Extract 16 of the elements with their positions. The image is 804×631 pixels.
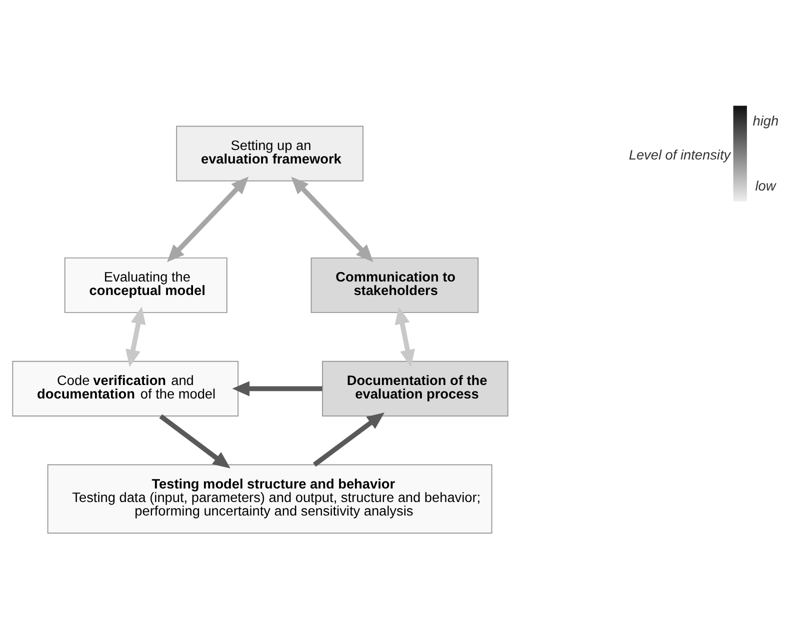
- arrow: [159, 414, 230, 468]
- arrow: [291, 176, 374, 262]
- label: high: [752, 113, 779, 128]
- label: low: [755, 178, 776, 194]
- arrow: [312, 412, 384, 467]
- node-box: Testing model structure and behavior Testing data (input, parameters) and output, structure and behavior; performing uncertainty and sensitivity analysis: [47, 464, 492, 534]
- node-box: Evaluating the conceptual model: [64, 257, 228, 314]
- node-box: Communication to stakeholders: [310, 257, 479, 314]
- arrow: [126, 306, 146, 368]
- label: Level of intensity: [628, 148, 731, 163]
- arrow: [232, 381, 322, 396]
- arrow: [167, 176, 249, 262]
- arrow: [394, 306, 415, 368]
- node-box: Code verification and documentation of the model: [12, 360, 239, 416]
- node-box: Setting up an evaluation framework: [176, 126, 364, 182]
- node-box: Documentation of the evaluation process: [322, 360, 508, 416]
